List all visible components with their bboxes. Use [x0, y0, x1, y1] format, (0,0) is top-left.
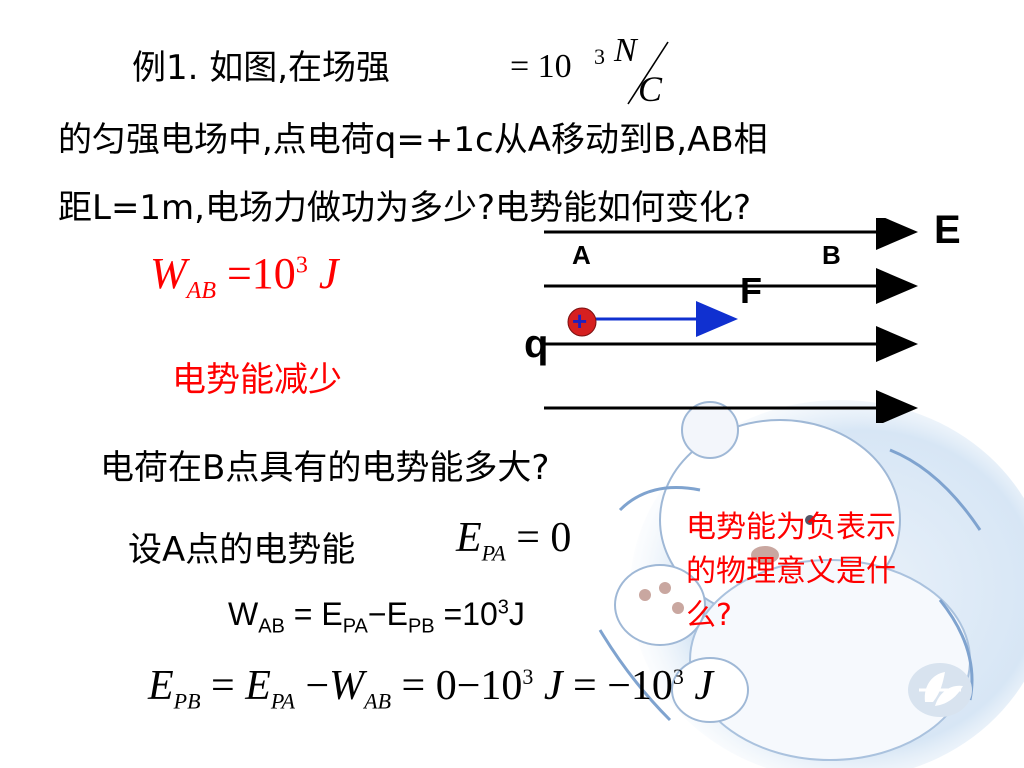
fraction-slash — [627, 41, 669, 105]
relation-pa: PA — [342, 615, 368, 638]
energy-subscript: PA — [481, 540, 506, 566]
work-exp: 3 — [295, 252, 308, 279]
final-e: E — [245, 663, 271, 709]
final-equation: EPB = EPA −WAB = 0−103 J = −103 J — [148, 662, 713, 714]
final-minus: − — [305, 663, 330, 709]
relation-pb: PB — [407, 615, 435, 638]
side-note: 电势能为负表示 的物理意义是什 么? — [686, 506, 896, 638]
final-zero-minus: 0−10 — [435, 663, 523, 709]
leaf-logo-icon — [908, 663, 972, 717]
final-lhs: E — [148, 663, 174, 709]
charge-sign: + — [572, 306, 588, 336]
field-strength-formula: = 10 3 N C — [510, 32, 680, 110]
final-exp2: 3 — [672, 664, 684, 689]
relation-e2: E — [386, 596, 408, 632]
work-eq: =10 — [226, 249, 296, 298]
work-symbol: W — [150, 249, 187, 298]
final-w-sub: AB — [364, 688, 392, 714]
work-unit: J — [318, 249, 339, 298]
problem-line-2: 的匀强电场中,点电荷q=+1c从A移动到B,AB相 — [58, 120, 768, 160]
relation-exp: 3 — [497, 596, 509, 619]
problem-line-3: 距L=1m,电场力做功为多少?电势能如何变化? — [58, 188, 752, 228]
bear-illustration — [598, 400, 1024, 768]
side-note-line-2: 的物理意义是什 — [686, 554, 896, 589]
relation-eq1: = E — [284, 596, 343, 632]
energy-change: 电势能减少 — [172, 360, 342, 400]
relation-w: W — [228, 596, 259, 632]
final-eq2: = — [401, 663, 426, 709]
energy-symbol: E — [456, 515, 482, 561]
field-diagram — [544, 218, 918, 423]
question-2: 电荷在B点具有的电势能多大? — [100, 448, 550, 488]
final-unit1: J — [543, 663, 563, 709]
assume-formula: EPA = 0 — [456, 514, 571, 566]
unit-numerator: N — [614, 32, 637, 69]
force-label-f: F — [740, 270, 762, 311]
work-answer: WAB =103 J — [150, 248, 338, 305]
charge-label-q: q — [524, 322, 549, 366]
relation-minus: − — [367, 596, 387, 632]
final-eq1: = — [211, 663, 235, 709]
point-b-label: B — [822, 240, 841, 270]
charge-circle — [567, 307, 597, 337]
final-exp1: 3 — [522, 664, 534, 689]
final-eq3: = — [573, 663, 597, 709]
problem-line-1: 例1. 如图,在场强 — [132, 40, 390, 89]
relation-eq2: =10 — [434, 596, 498, 632]
point-a-label: A — [572, 240, 591, 270]
final-lhs-sub: PB — [173, 688, 201, 714]
assume-text: 设A点的电势能 — [128, 530, 356, 570]
relation-equation: WAB = EPA−EPB =103J — [228, 596, 525, 638]
final-unit2: J — [694, 663, 714, 709]
relation-unit: J — [508, 596, 525, 632]
field-label-e: E — [934, 208, 961, 252]
relation-w-sub: AB — [258, 615, 285, 638]
side-note-line-3: 么? — [686, 598, 732, 633]
final-e-sub: PA — [270, 688, 295, 714]
formula-eq: = 10 — [510, 48, 572, 85]
side-note-line-1: 电势能为负表示 — [686, 510, 896, 545]
final-w: W — [329, 663, 365, 709]
problem-prefix: 例1. 如图,在场强 — [132, 48, 391, 88]
final-neg: −10 — [607, 663, 673, 709]
work-subscript: AB — [186, 277, 216, 304]
formula-exp: 3 — [594, 44, 605, 69]
unit-denominator: C — [638, 69, 663, 109]
assume-eq: = 0 — [516, 515, 572, 561]
